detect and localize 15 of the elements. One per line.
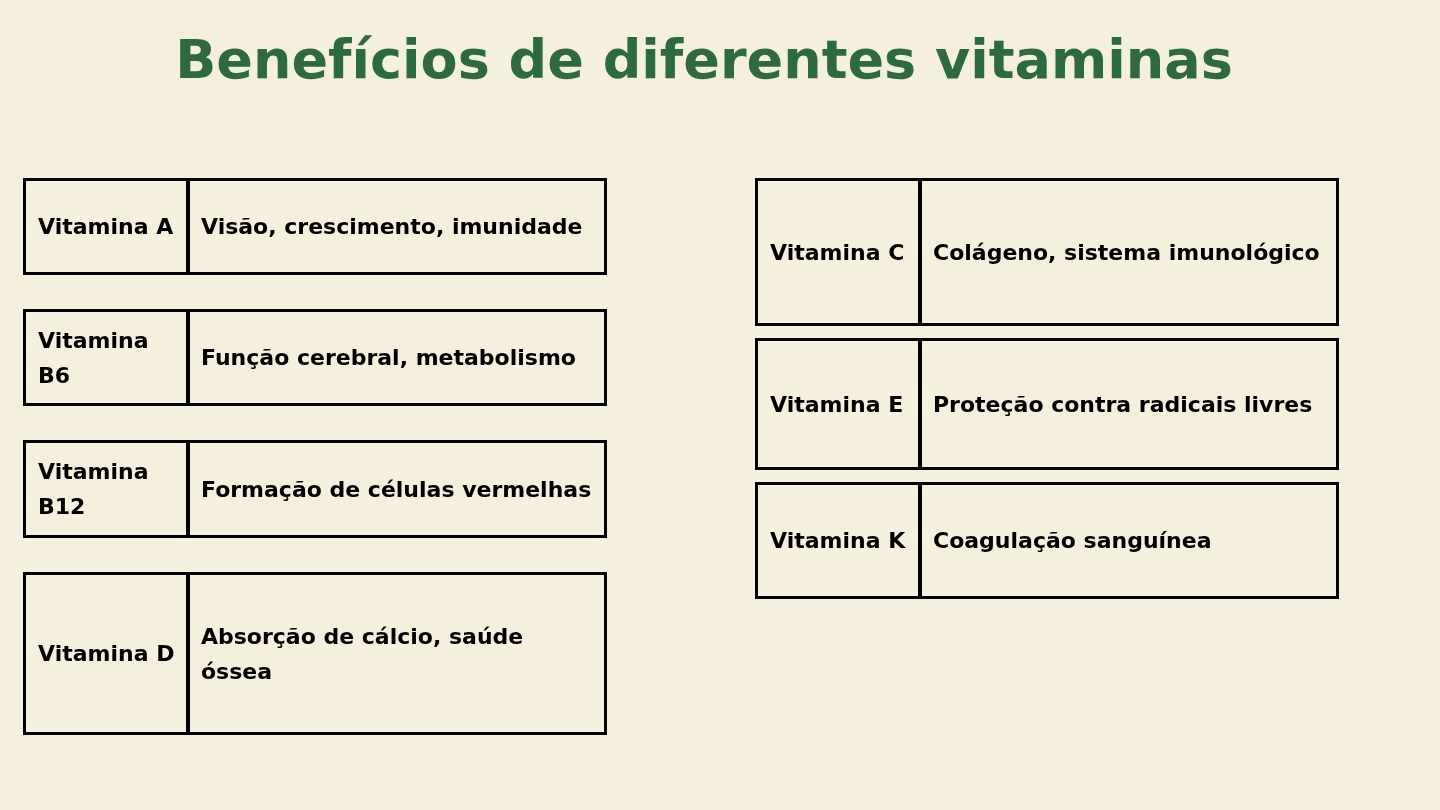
table-cell: Vitamina D (23, 572, 190, 735)
table-cell: Colágeno, sistema imunológico (918, 178, 1339, 326)
table-cell: Vitamina E (755, 338, 922, 470)
title: Benefícios de diferentes vitaminas (174, 28, 1234, 91)
table-cell: Vitamina B12 (23, 440, 190, 538)
table-cell: Vitamina B6 (23, 309, 190, 406)
table-cell: Visão, crescimento, imunidade (186, 178, 607, 275)
table-cell: Formação de células vermelhas (186, 440, 607, 538)
table-cell: Vitamina C (755, 178, 922, 326)
table-cell: Proteção contra radicais livres (918, 338, 1339, 470)
table-cell: Vitamina A (23, 178, 190, 275)
table-cell: Coagulação sanguínea (918, 482, 1339, 599)
table-cell: Função cerebral, metabolismo (186, 309, 607, 406)
table-cell: Vitamina K (755, 482, 922, 599)
table-cell: Absorção de cálcio, saúde óssea (186, 572, 607, 735)
